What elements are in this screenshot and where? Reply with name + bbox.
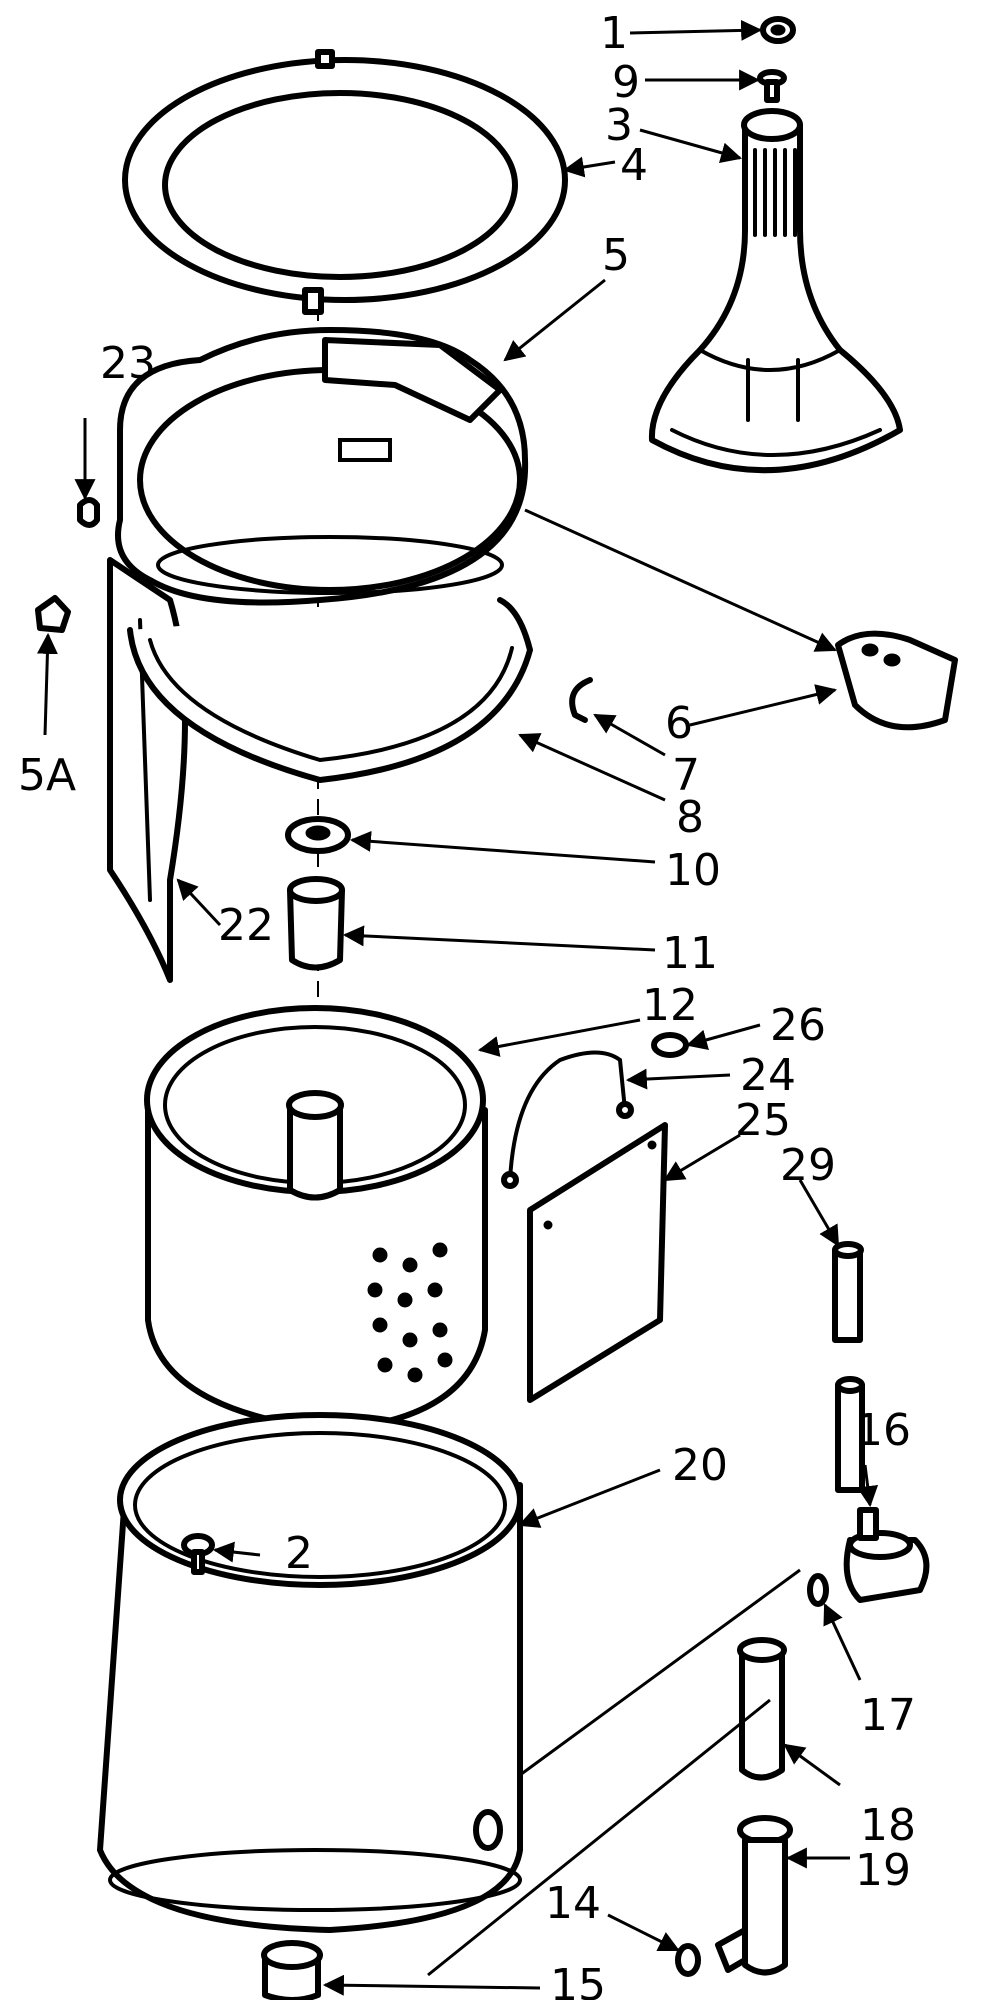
callout-5: 5 bbox=[602, 230, 630, 281]
callout-26: 26 bbox=[770, 1000, 826, 1051]
part-14-clamp bbox=[675, 1943, 701, 1977]
callout-11: 11 bbox=[662, 928, 718, 979]
callout-4: 4 bbox=[620, 140, 648, 191]
part-3-agitator bbox=[648, 108, 903, 474]
part-2-screw bbox=[181, 1533, 215, 1575]
part-7-clip bbox=[569, 677, 593, 723]
callout-20: 20 bbox=[672, 1440, 728, 1491]
part-5a-fastener bbox=[35, 595, 71, 633]
part-23-clip bbox=[77, 497, 100, 528]
callout-16: 16 bbox=[855, 1405, 911, 1456]
part-19-connector bbox=[715, 1815, 793, 1976]
callout-19: 19 bbox=[855, 1845, 911, 1896]
part-1-cap bbox=[760, 16, 796, 44]
part-8-gasket bbox=[127, 597, 533, 783]
callout-labels: 1 9 3 4 5 23 5A 6 7 8 10 22 11 12 26 24 … bbox=[18, 8, 916, 2000]
callout-2: 2 bbox=[285, 1528, 313, 1579]
callout-3: 3 bbox=[605, 100, 633, 151]
part-11-hub bbox=[287, 876, 345, 971]
callout-14: 14 bbox=[545, 1878, 601, 1929]
part-15-fitting bbox=[261, 1940, 323, 2000]
part-10-nut bbox=[285, 816, 351, 854]
callout-18: 18 bbox=[860, 1800, 916, 1851]
part-17-clamp bbox=[807, 1573, 829, 1607]
callout-23: 23 bbox=[100, 338, 156, 389]
callout-12: 12 bbox=[642, 980, 698, 1031]
callout-8: 8 bbox=[676, 792, 704, 843]
callout-1: 1 bbox=[600, 8, 628, 59]
callout-25: 25 bbox=[735, 1095, 791, 1146]
leader-lines bbox=[36, 19, 879, 1996]
part-26-plug bbox=[651, 1032, 689, 1058]
callout-29: 29 bbox=[780, 1140, 836, 1191]
part-5-tub-cover bbox=[115, 327, 529, 606]
part-12-spin-basket bbox=[144, 1005, 488, 1433]
drain-hose-line bbox=[427, 1568, 801, 1977]
callout-22: 22 bbox=[218, 900, 274, 951]
callout-9: 9 bbox=[612, 57, 640, 108]
callout-24: 24 bbox=[740, 1050, 796, 1101]
part-29-hose bbox=[832, 1241, 865, 1493]
part-4-tub-ring bbox=[122, 49, 568, 315]
part-9-bolt bbox=[757, 69, 787, 103]
basket-holes bbox=[367, 1242, 453, 1383]
callout-10: 10 bbox=[665, 845, 721, 896]
part-25-panel bbox=[527, 1122, 668, 1403]
part-24-wire bbox=[501, 1050, 634, 1189]
callout-15: 15 bbox=[550, 1960, 606, 2000]
part-22-splash-guard bbox=[107, 557, 188, 983]
part-20-outer-tub bbox=[97, 1412, 523, 1933]
callout-5a: 5A bbox=[18, 750, 76, 801]
part-6-bracket bbox=[835, 630, 958, 731]
part-16-pump bbox=[843, 1507, 930, 1603]
part-18-pipe bbox=[737, 1637, 787, 1781]
callout-17: 17 bbox=[860, 1690, 916, 1741]
callout-6: 6 bbox=[665, 698, 693, 749]
callout-7: 7 bbox=[672, 750, 700, 801]
